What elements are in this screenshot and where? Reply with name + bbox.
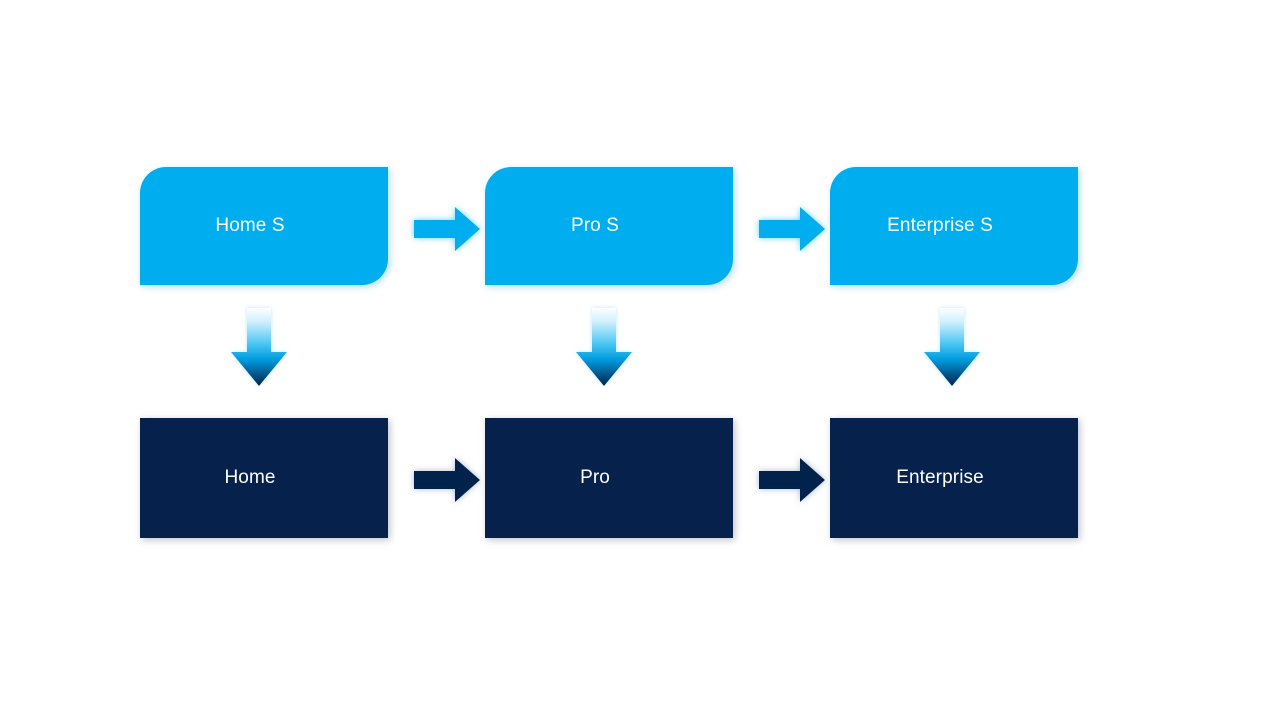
connector-pro-s-to-enterprise-s-arrow[interactable] — [756, 203, 828, 255]
down-arrow-icon — [924, 308, 980, 386]
node-label: Enterprise — [896, 466, 984, 488]
right-arrow-icon — [414, 207, 480, 251]
right-arrow-icon — [759, 207, 825, 251]
connector-enterprise-s-to-enterprise-arrow[interactable] — [921, 307, 983, 389]
node-label: Home S — [215, 214, 285, 236]
right-arrow-icon — [414, 458, 480, 502]
node-label: Enterprise S — [887, 214, 993, 236]
connector-pro-s-to-pro-arrow[interactable] — [573, 307, 635, 389]
connector-pro-to-enterprise-arrow[interactable] — [756, 454, 828, 506]
diagram-node-enterprise[interactable]: Enterprise — [830, 418, 1078, 538]
node-label: Home — [224, 466, 276, 488]
down-arrow-icon — [576, 308, 632, 386]
diagram-node-enterprise-s[interactable]: Enterprise S — [830, 167, 1078, 285]
node-label: Pro — [580, 466, 610, 488]
diagram-node-home-s[interactable]: Home S — [140, 167, 388, 285]
connector-home-s-to-pro-s-arrow[interactable] — [411, 203, 483, 255]
connector-home-s-to-home-arrow[interactable] — [228, 307, 290, 389]
down-arrow-icon — [231, 308, 287, 386]
diagram-node-home[interactable]: Home — [140, 418, 388, 538]
diagram-node-pro[interactable]: Pro — [485, 418, 733, 538]
diagram-node-pro-s[interactable]: Pro S — [485, 167, 733, 285]
connector-home-to-pro-arrow[interactable] — [411, 454, 483, 506]
right-arrow-icon — [759, 458, 825, 502]
node-label: Pro S — [570, 214, 620, 236]
